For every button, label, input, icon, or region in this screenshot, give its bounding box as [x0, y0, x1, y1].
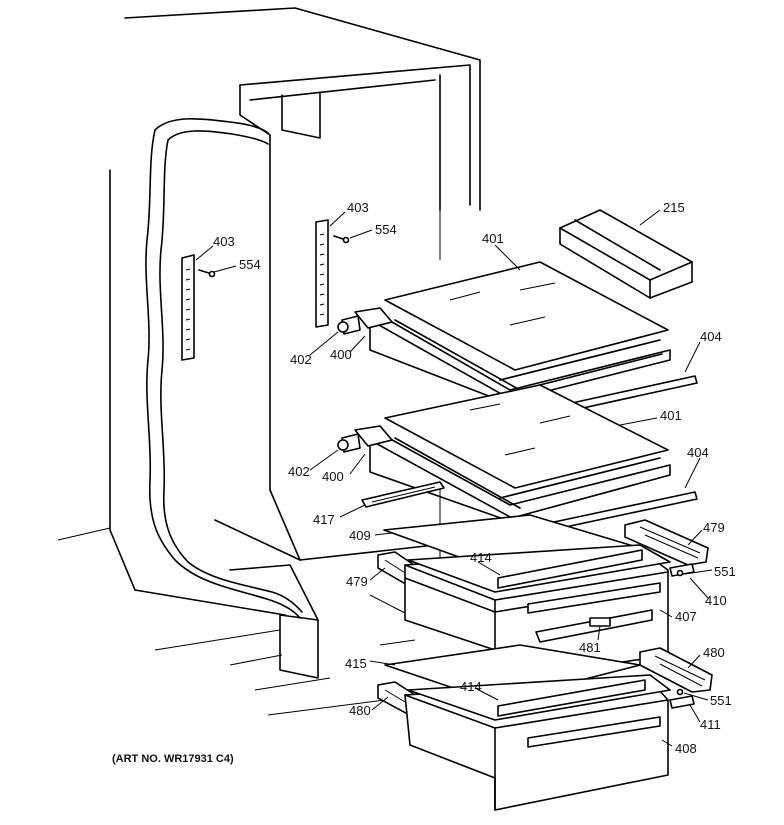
top-shelf-assembly [337, 261, 671, 406]
lower-drawer-assembly [377, 647, 713, 811]
label-404-mid: 404 [687, 445, 709, 460]
label-215: 215 [663, 200, 685, 215]
label-481: 481 [579, 640, 601, 655]
callout-labels: 215 401 403 554 403 554 404 402 400 401 … [112, 200, 736, 765]
label-402-mid: 402 [288, 464, 310, 479]
label-414-top: 414 [470, 550, 492, 565]
label-403-right: 403 [347, 200, 369, 215]
label-551-bottom: 551 [710, 693, 732, 708]
label-409: 409 [349, 528, 371, 543]
label-480-left: 480 [349, 703, 371, 718]
label-479-left: 479 [346, 574, 368, 589]
label-401-top: 401 [482, 231, 504, 246]
label-408: 408 [675, 741, 697, 756]
label-414-bottom: 414 [460, 679, 482, 694]
label-410: 410 [705, 593, 727, 608]
upper-drawer-assembly [377, 519, 709, 683]
label-479-right: 479 [703, 520, 725, 535]
art-number: (ART NO. WR17931 C4) [112, 753, 234, 765]
storage-bin-215 [559, 209, 693, 299]
door-gasket [145, 117, 303, 619]
shelf-support-rail-right [315, 219, 350, 328]
label-402-top: 402 [290, 352, 312, 367]
shelf-support-rail-left [181, 254, 216, 361]
label-417: 417 [313, 512, 335, 527]
label-411: 411 [700, 717, 721, 732]
label-407: 407 [675, 609, 697, 624]
label-404-top: 404 [700, 329, 722, 344]
label-415: 415 [345, 656, 367, 671]
label-401-mid: 401 [660, 408, 682, 423]
screw-551-bottom [676, 688, 684, 696]
label-400-top: 400 [330, 347, 352, 362]
label-554-left: 554 [239, 257, 261, 272]
label-400-mid: 400 [322, 469, 344, 484]
label-554-right: 554 [375, 222, 397, 237]
label-480-right: 480 [703, 645, 725, 660]
label-403-left: 403 [213, 234, 235, 249]
leader-lines [195, 209, 713, 747]
screw-551-top [676, 569, 684, 577]
label-551-top: 551 [714, 564, 736, 579]
